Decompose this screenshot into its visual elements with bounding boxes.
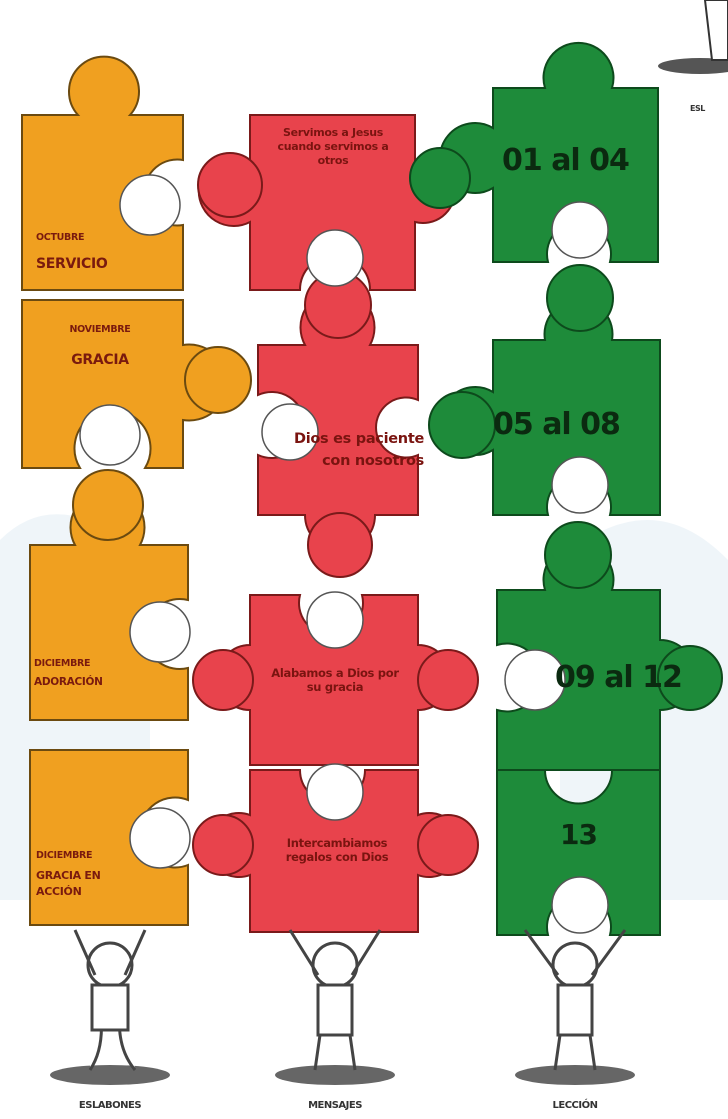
row4-month: DICIEMBRE [36,850,93,861]
holes [79,174,609,934]
row3-message: Alabamos a Dios por su gracia [271,666,399,695]
knobs [72,147,723,876]
green-pieces [438,41,696,936]
row3-month: DICIEMBRE [34,658,91,669]
row3-lessons: 09 al 12 [555,660,683,695]
row4-lessons: 13 [560,818,598,851]
red-pieces [197,114,463,933]
orange-pieces [21,55,229,926]
row1-month: OCTUBRE [36,232,85,243]
column-label-links: ESLABONES [78,1100,142,1111]
row1-message: Servimos a Jesus cuando servimos a otros [277,126,389,167]
row2-message: Dios es paciente con nosotros [293,431,424,470]
row4-theme: GRACIA EN ACCIÓN [36,869,101,898]
row3-theme: ADORACIÓN [34,676,103,688]
person-lifting-icon [275,929,395,1085]
column-label-lesson: LECCIÓN [552,1100,598,1111]
row2-lessons: 05 al 08 [493,407,621,442]
column-label-partial: ESL [690,104,705,113]
column-label-messages: MENSAJES [308,1100,362,1111]
row2-month: NOVIEMBRE [69,324,131,335]
person-lifting-icon [658,0,728,74]
person-lifting-icon [50,929,170,1085]
orange-piece-1 [21,55,184,291]
row2-theme: GRACIA [71,352,129,368]
row4-message: Intercambiamos regalos con Dios [285,836,389,865]
row1-lessons: 01 al 04 [502,143,630,178]
person-lifting-icon [515,929,635,1085]
row1-theme: SERVICIO [36,256,108,272]
people [50,929,635,1085]
